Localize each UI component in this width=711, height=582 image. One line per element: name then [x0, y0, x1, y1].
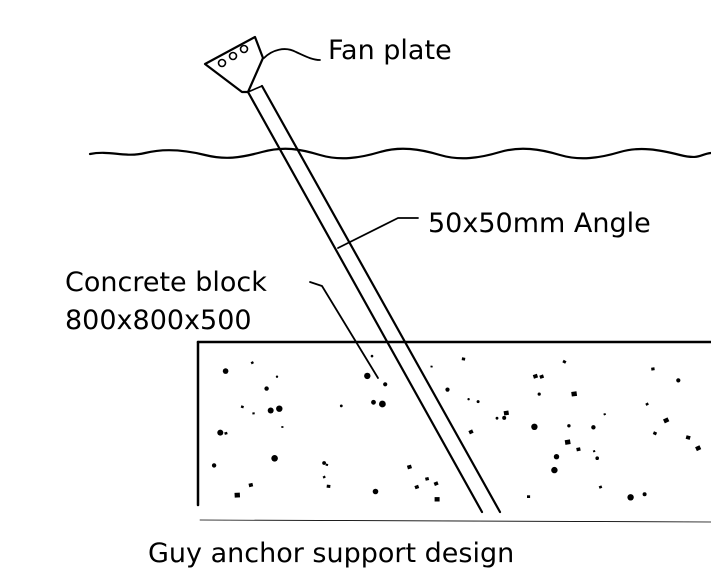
aggregate-speck — [322, 475, 326, 479]
aggregate-speck — [445, 387, 450, 392]
fan-plate-leader — [263, 48, 321, 61]
fan-plate — [203, 35, 265, 94]
aggregate-speck — [339, 404, 343, 408]
aggregate-speck — [414, 484, 420, 490]
aggregate-speck — [248, 482, 254, 488]
aggregate-speck — [430, 365, 433, 368]
aggregate-speck — [406, 464, 412, 470]
aggregate-speck — [503, 410, 509, 416]
aggregate-speck — [531, 423, 538, 430]
aggregate-speck — [627, 494, 634, 501]
aggregate-speck — [326, 484, 331, 489]
aggregate-speck — [592, 449, 596, 453]
aggregate-speck — [370, 354, 374, 358]
aggregate-speck — [539, 374, 545, 379]
aggregate-speck — [645, 402, 649, 406]
aggregate-speck — [537, 392, 541, 396]
concrete-block — [196, 340, 711, 523]
aggregate-speck — [250, 361, 254, 365]
aggregate-speck — [240, 405, 244, 409]
aggregate-speck — [571, 391, 578, 397]
aggregate-speck — [322, 461, 326, 465]
aggregate-speck — [276, 405, 283, 412]
concrete-block-label: Concrete block — [65, 267, 267, 298]
aggregate-speck — [642, 492, 647, 497]
aggregate-speck — [495, 416, 499, 420]
aggregate-speck — [275, 375, 279, 378]
aggregate-speck — [564, 439, 571, 445]
aggregate-speck — [663, 417, 670, 424]
aggregate-speck — [383, 382, 388, 387]
aggregate-speck — [379, 400, 386, 408]
aggregate-speck — [234, 492, 241, 498]
aggregate-speck — [281, 426, 284, 428]
aggregate-speck — [502, 415, 507, 420]
concrete-block-dimensions: 800x800x500 — [65, 305, 252, 336]
aggregate-speck — [603, 412, 607, 416]
aggregate-speck — [567, 424, 571, 428]
aggregate-speck — [252, 412, 255, 415]
aggregate-speck — [461, 357, 466, 361]
aggregate-speck — [562, 359, 567, 364]
aggregate-speck — [652, 431, 658, 436]
aggregate-speck — [591, 425, 596, 430]
angle-label: 50x50mm Angle — [428, 208, 651, 239]
aggregate-speck — [685, 435, 691, 440]
angle-leader — [337, 217, 419, 249]
aggregate-speck — [695, 445, 702, 452]
aggregate-speck — [271, 455, 278, 462]
aggregate-speck — [222, 368, 229, 374]
aggregate-speck — [217, 429, 224, 436]
aggregate-speck — [433, 481, 439, 487]
aggregate-speck — [434, 497, 440, 502]
aggregate-speck — [264, 386, 269, 391]
aggregate-speck — [211, 463, 217, 468]
aggregate-speck — [371, 399, 376, 405]
figure-caption: Guy anchor support design — [148, 538, 514, 569]
aggregate-speck — [224, 431, 228, 435]
aggregate-speck — [551, 466, 558, 474]
ground-line — [88, 147, 711, 160]
aggregate-speck — [476, 400, 480, 404]
aggregate-speck — [267, 407, 274, 414]
aggregate-speck — [576, 447, 581, 452]
aggregate-speck — [527, 495, 531, 498]
aggregate-speck — [676, 378, 681, 383]
aggregate-speck — [424, 476, 430, 481]
aggregate-speck — [651, 367, 655, 371]
aggregate-speck — [467, 398, 470, 401]
aggregate-speck — [372, 488, 379, 495]
aggregate-speck — [364, 372, 371, 380]
concrete-leader — [309, 281, 379, 379]
aggregate-speck — [553, 454, 560, 460]
anchor-angle-bar — [246, 84, 502, 514]
aggregate-speck — [532, 373, 539, 379]
fan-plate-label: Fan plate — [328, 35, 452, 66]
aggregate-speck — [598, 485, 603, 489]
aggregate-speck — [325, 463, 329, 467]
aggregate-speck — [595, 456, 599, 461]
aggregate-speck — [468, 429, 474, 435]
